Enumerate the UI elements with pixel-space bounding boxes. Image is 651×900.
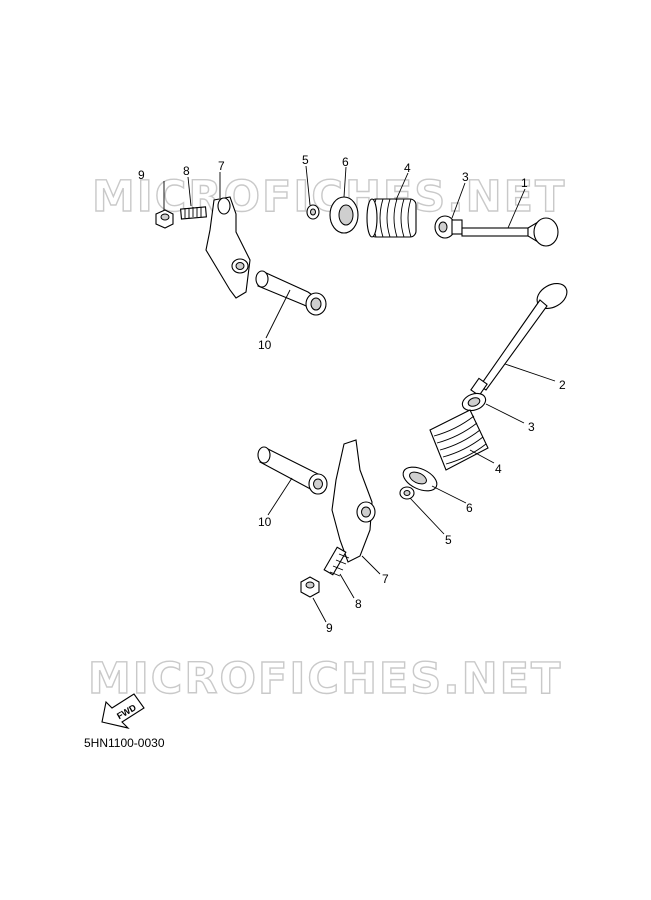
part-nut-top (155, 209, 174, 229)
callout-top-7: 7 (218, 159, 225, 173)
part-rocker-arm-top (205, 196, 251, 299)
callout-top-8: 8 (183, 164, 190, 178)
part-cotter-bottom (399, 486, 415, 500)
callout-top-10: 10 (258, 338, 272, 352)
part-stem-seal-top (434, 215, 463, 239)
callout-bottom-8: 8 (355, 597, 362, 611)
part-valve-spring-top (366, 198, 417, 238)
callout-bottom-9: 9 (326, 621, 333, 635)
watermark-bottom: MICROFICHES.NET (88, 654, 562, 704)
part-rocker-shaft-top (255, 270, 327, 316)
part-valve-exhaust (470, 283, 568, 397)
callout-top-1: 1 (521, 176, 528, 190)
callout-top-5: 5 (302, 153, 309, 167)
part-retainer-bottom (402, 466, 438, 492)
part-cotter-top (306, 204, 320, 220)
part-adjusting-screw-top (180, 206, 207, 220)
part-retainer-top (329, 196, 359, 234)
part-nut-bottom (300, 576, 320, 598)
callout-bottom-6: 6 (466, 501, 473, 515)
part-rocker-shaft-bottom (257, 446, 328, 495)
part-adjusting-screw-bottom (323, 546, 350, 577)
callout-top-4: 4 (404, 161, 411, 175)
callout-bottom-5: 5 (445, 533, 452, 547)
part-valve-intake (461, 217, 559, 247)
diagram-code: 5HN1100-0030 (84, 736, 165, 750)
part-rocker-arm-bottom (331, 439, 376, 563)
callout-bottom-3: 3 (528, 420, 535, 434)
callout-bottom-2: 2 (559, 378, 566, 392)
callout-top-6: 6 (342, 155, 349, 169)
part-valve-spring-bottom (429, 409, 489, 471)
callout-bottom-4: 4 (495, 462, 502, 476)
callout-bottom-10: 10 (258, 515, 272, 529)
part-stem-seal-bottom (461, 392, 487, 412)
callout-top-3: 3 (462, 170, 469, 184)
callout-top-9: 9 (138, 168, 145, 182)
callout-bottom-7: 7 (382, 572, 389, 586)
